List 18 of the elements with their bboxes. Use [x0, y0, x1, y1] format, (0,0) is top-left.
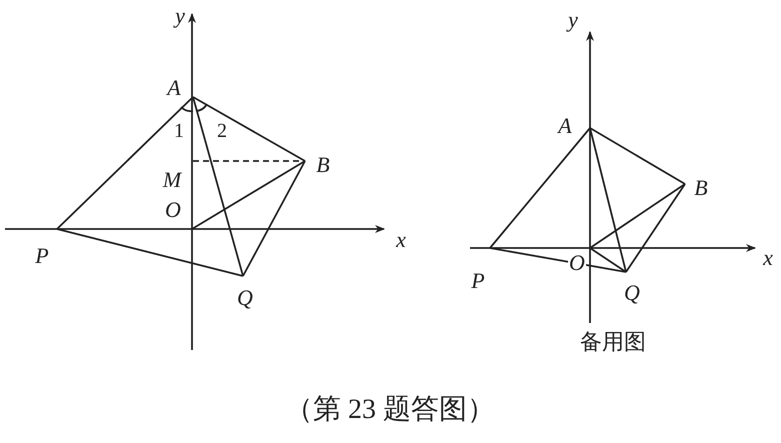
axis-label: x — [396, 229, 406, 251]
point-label: O — [165, 199, 181, 221]
point-label: A — [167, 77, 181, 99]
axis-label: x — [763, 247, 773, 269]
axis-label: y — [568, 9, 578, 31]
point-label: Q — [237, 287, 253, 309]
point-label: P — [471, 270, 485, 292]
point-label: P — [35, 245, 49, 267]
point-label: B — [316, 154, 330, 176]
figure-caption: 备用图 — [580, 331, 646, 353]
angle-label: 2 — [217, 121, 227, 141]
point-label: B — [694, 177, 708, 199]
point-label: Q — [624, 282, 640, 304]
point-label: A — [558, 115, 572, 137]
figure-caption: （第 23 题答图） — [285, 396, 495, 424]
axis-label: y — [175, 5, 185, 27]
point-label: M — [162, 169, 182, 191]
angle-label: 1 — [174, 121, 184, 141]
